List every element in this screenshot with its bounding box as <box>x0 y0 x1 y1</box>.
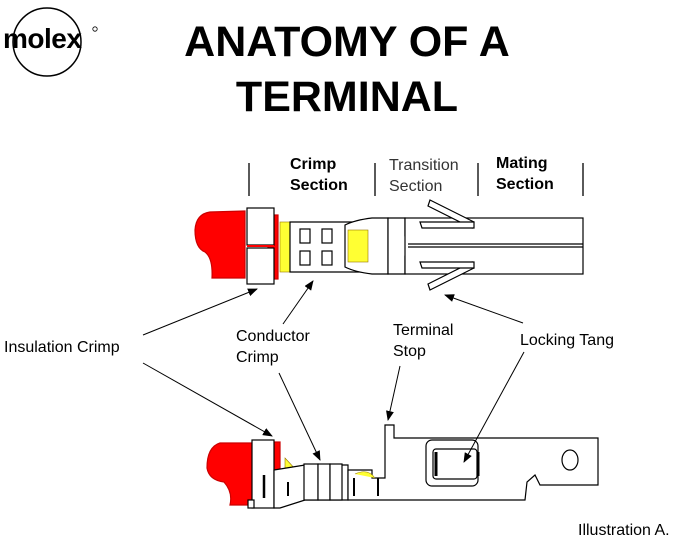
arrow-locking-tang-side <box>463 351 525 463</box>
logo-circle-icon <box>12 7 98 77</box>
top-insulation <box>194 210 246 279</box>
arrow-conductor-crimp-side <box>278 372 321 461</box>
title-line-2: TERMINAL <box>235 73 459 121</box>
callout-arrows <box>142 280 525 463</box>
top-view-terminal <box>194 199 584 291</box>
arrow-locking-tang-top <box>444 294 524 324</box>
logo-text: molex <box>3 23 82 54</box>
arrow-insulation-crimp-top <box>142 288 258 336</box>
section-dividers <box>248 163 584 196</box>
arrow-insulation-crimp-side <box>142 362 273 437</box>
label-locking-tang: Locking Tang <box>520 332 614 349</box>
side-view-terminal <box>206 424 599 509</box>
molex-logo: molex <box>0 0 110 80</box>
title-line-1: ANATOMY OF A <box>184 18 510 66</box>
side-insulation <box>206 442 256 506</box>
label-insulation-crimp: Insulation Crimp <box>4 339 120 356</box>
arrow-conductor-crimp-top <box>282 280 314 325</box>
side-hole <box>561 449 579 471</box>
arrow-terminal-stop <box>386 365 401 421</box>
caption: Illustration A. <box>578 522 670 539</box>
